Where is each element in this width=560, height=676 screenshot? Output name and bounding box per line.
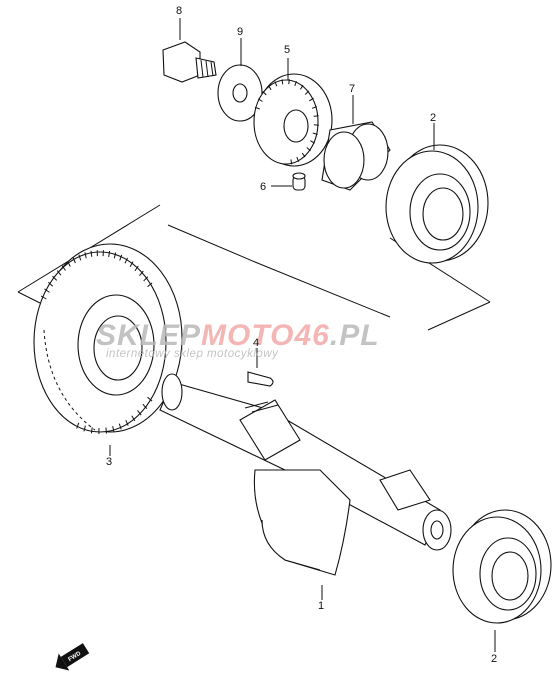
washer [217, 64, 263, 122]
leader-lines [109, 18, 496, 652]
dowel-pin [292, 172, 306, 191]
bearing-lower [452, 509, 552, 624]
watermark-brand: SKLEPMOTO46.PL [96, 319, 380, 352]
watermark-tagline: internetowy sklep motocyklowy [106, 348, 279, 360]
callout-7: 7 [349, 83, 355, 95]
callout-9: 9 [237, 26, 243, 38]
callout-6: 6 [260, 181, 266, 193]
callout-2-lower: 2 [491, 653, 497, 665]
callout-8: 8 [176, 5, 182, 17]
spacer [321, 121, 391, 191]
callout-3: 3 [106, 456, 112, 468]
callout-5: 5 [284, 44, 290, 56]
callout-labels: 8 9 5 7 2 6 4 3 1 2 [106, 5, 497, 665]
watermark: SKLEPMOTO46.PL internetowy sklep motocyk… [96, 319, 380, 360]
callout-4: 4 [253, 337, 259, 349]
primary-driven-gear [33, 243, 183, 435]
fwd-arrow-icon: FWD [55, 643, 90, 671]
callout-1: 1 [318, 600, 324, 612]
woodruff-key [247, 371, 274, 387]
bearing-upper [385, 144, 489, 264]
balancer-drive-gear [253, 73, 333, 167]
callout-2-upper: 2 [430, 112, 436, 124]
balancer-shaft [159, 373, 452, 576]
bolt [162, 41, 217, 83]
